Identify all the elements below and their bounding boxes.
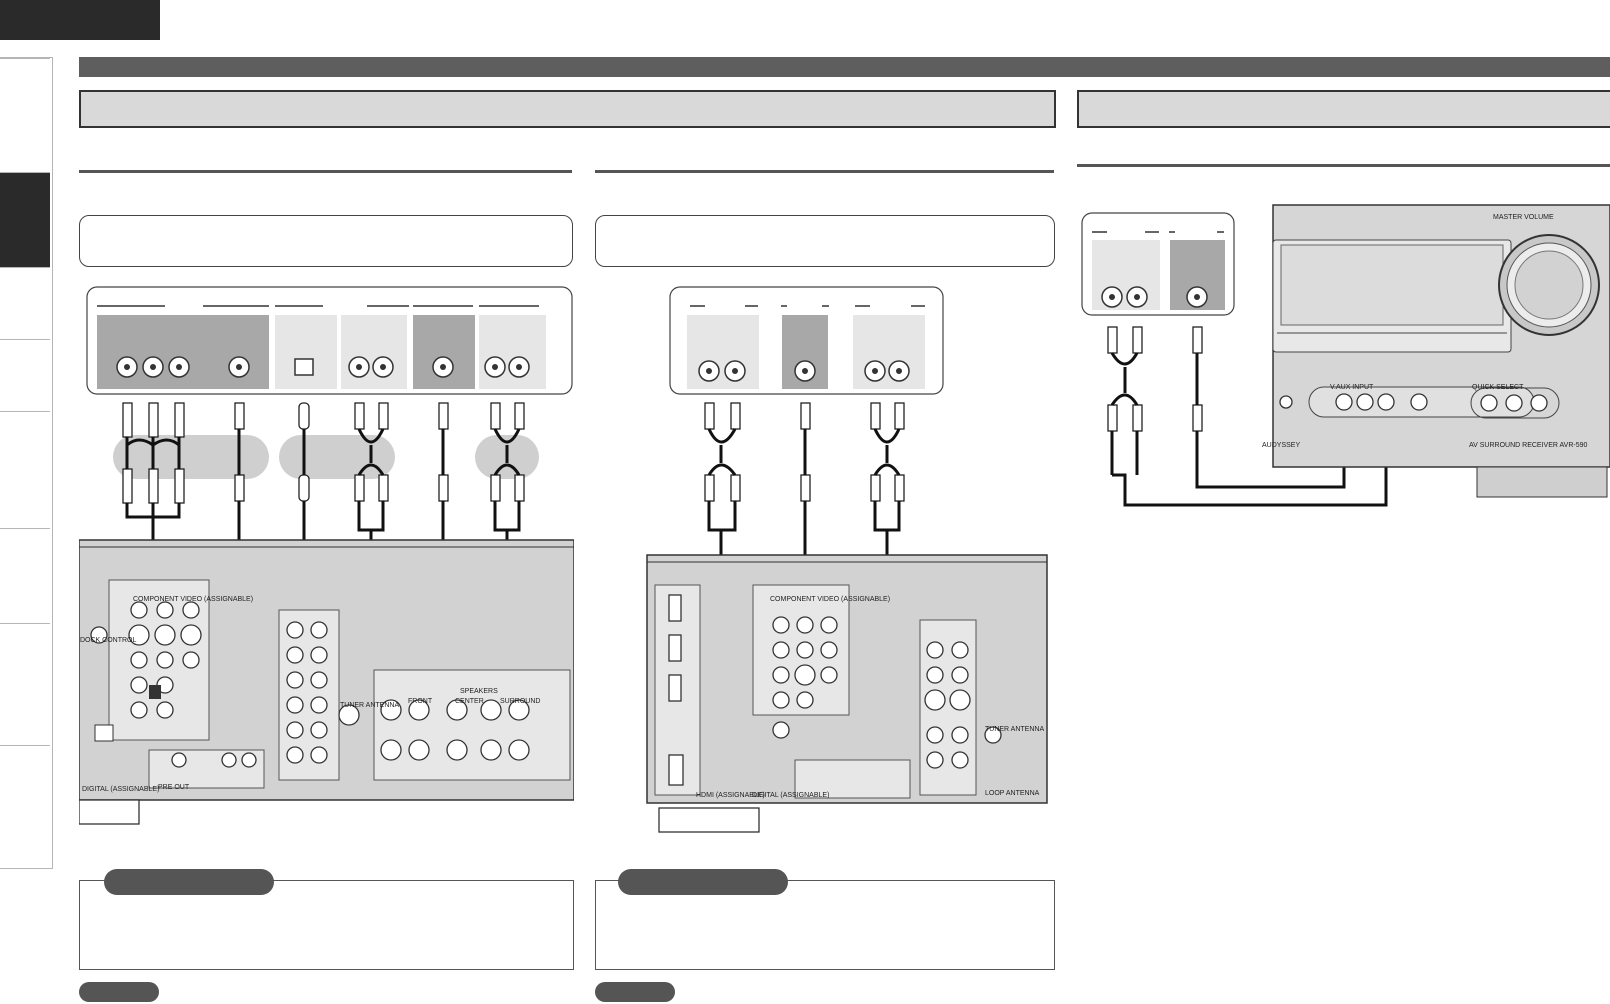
model-label: AV SURROUND RECEIVER AVR-590 <box>1469 442 1588 449</box>
master-volume-label: MASTER VOLUME <box>1493 214 1554 221</box>
quick-select-label: QUICK SELECT <box>1472 384 1524 391</box>
connection-diagram-1 <box>79 286 574 825</box>
side-index-item-8[interactable] <box>0 745 50 868</box>
front-panel-diagram <box>1081 204 1610 507</box>
note-heading-pill-1 <box>104 869 274 895</box>
hdmi-assignable-label: HDMI (ASSIGNABLE) <box>696 792 765 799</box>
side-index-item-3[interactable] <box>0 267 50 340</box>
page-title-bar <box>79 57 1610 77</box>
side-index-nav <box>0 57 53 869</box>
speakers-label: SPEAKERS <box>460 688 498 695</box>
audyssey-label: AUDYSSEY <box>1262 442 1301 449</box>
section-header-left <box>79 90 1056 128</box>
connection-diagram-2 <box>646 286 1048 833</box>
side-index-item-6[interactable] <box>0 528 50 624</box>
pre-out-label-1: PRE OUT <box>158 784 190 791</box>
center-label: CENTER <box>455 698 484 705</box>
header-tab <box>0 0 160 40</box>
tuner-antenna-label-2: TUNER ANTENNA <box>985 726 1045 733</box>
side-index-item-7[interactable] <box>0 623 50 746</box>
tuner-antenna-label-1: TUNER ANTENNA <box>340 702 400 709</box>
component-video-label-1: COMPONENT VIDEO (ASSIGNABLE) <box>133 596 254 603</box>
note-box-2 <box>595 880 1055 970</box>
note-label-pill-1 <box>79 982 159 1002</box>
side-index-item-5[interactable] <box>0 411 50 529</box>
note-box-1 <box>79 880 574 970</box>
surround-label: SURROUND <box>500 698 541 705</box>
subsection-rule-2 <box>595 170 1054 173</box>
instruction-box-1 <box>79 215 573 267</box>
aux-input-label: V.AUX INPUT <box>1330 384 1374 391</box>
dock-control-label: DOCK CONTROL <box>80 637 137 644</box>
section-header-right <box>1077 90 1610 128</box>
component-video-label-2: COMPONENT VIDEO (ASSIGNABLE) <box>770 596 891 603</box>
note-label-pill-2 <box>595 982 675 1002</box>
digital-assignable-label-2: DIGITAL (ASSIGNABLE) <box>752 792 830 799</box>
note-heading-pill-2 <box>618 869 788 895</box>
front-label: FRONT <box>408 698 433 705</box>
side-index-item-1[interactable] <box>0 58 50 173</box>
digital-assignable-label-1: DIGITAL (ASSIGNABLE) <box>82 786 160 793</box>
subsection-rule-1 <box>79 170 572 173</box>
side-index-item-2-active[interactable] <box>0 172 50 268</box>
side-index-item-4[interactable] <box>0 339 50 412</box>
instruction-box-2 <box>595 215 1055 267</box>
loop-antenna-label: LOOP ANTENNA <box>985 790 1040 797</box>
subsection-rule-3 <box>1077 164 1610 167</box>
